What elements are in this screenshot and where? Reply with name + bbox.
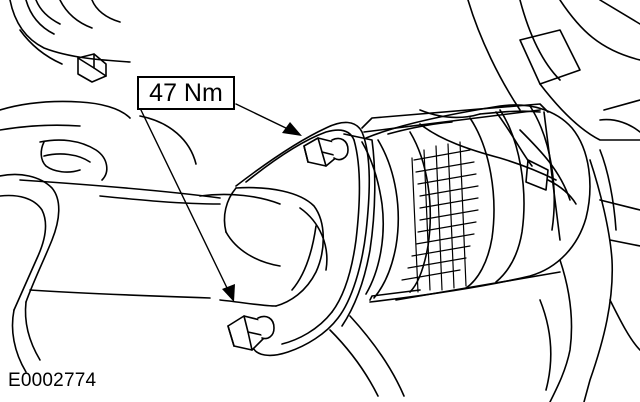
callout-leaders bbox=[139, 103, 291, 291]
catalytic-converter bbox=[361, 103, 591, 303]
right-background-structure bbox=[467, 0, 640, 402]
mesh-heat-shield bbox=[401, 141, 479, 293]
torque-label: 47 Nm bbox=[149, 78, 223, 107]
exhaust-pipe bbox=[199, 186, 328, 307]
left-hose bbox=[0, 173, 60, 373]
cap-nut bbox=[77, 53, 107, 83]
torque-callout: 47 Nm bbox=[137, 76, 235, 110]
figure-id: E0002774 bbox=[8, 370, 97, 391]
pipe-flange bbox=[235, 121, 376, 357]
upper-nut bbox=[303, 137, 349, 167]
background-lines bbox=[19, 115, 405, 397]
callout-arrowheads bbox=[222, 122, 302, 302]
lower-nut bbox=[227, 315, 275, 351]
sensor-wire bbox=[419, 111, 577, 205]
engine-component-top-left bbox=[0, 0, 131, 181]
